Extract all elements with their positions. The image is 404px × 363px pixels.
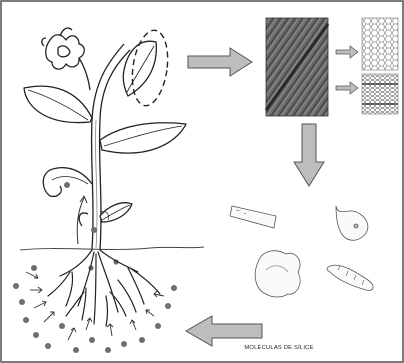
cell-structure-icon (362, 18, 398, 70)
arrow-to-cells-bottom (336, 82, 358, 94)
arrow-to-leaf-surface (188, 48, 252, 76)
cell-layer-icon (362, 74, 398, 114)
arrow-to-cells-top (336, 46, 358, 58)
roots-icon (48, 250, 160, 326)
arrow-to-phytoliths (294, 124, 324, 186)
silica-molecules-label: MOLÉCULAS DE SÍLICE (218, 345, 340, 351)
plant-icon (24, 28, 186, 250)
phytolith-icon (230, 206, 373, 297)
ground-line (20, 247, 204, 250)
arrow-to-soil (186, 316, 262, 346)
